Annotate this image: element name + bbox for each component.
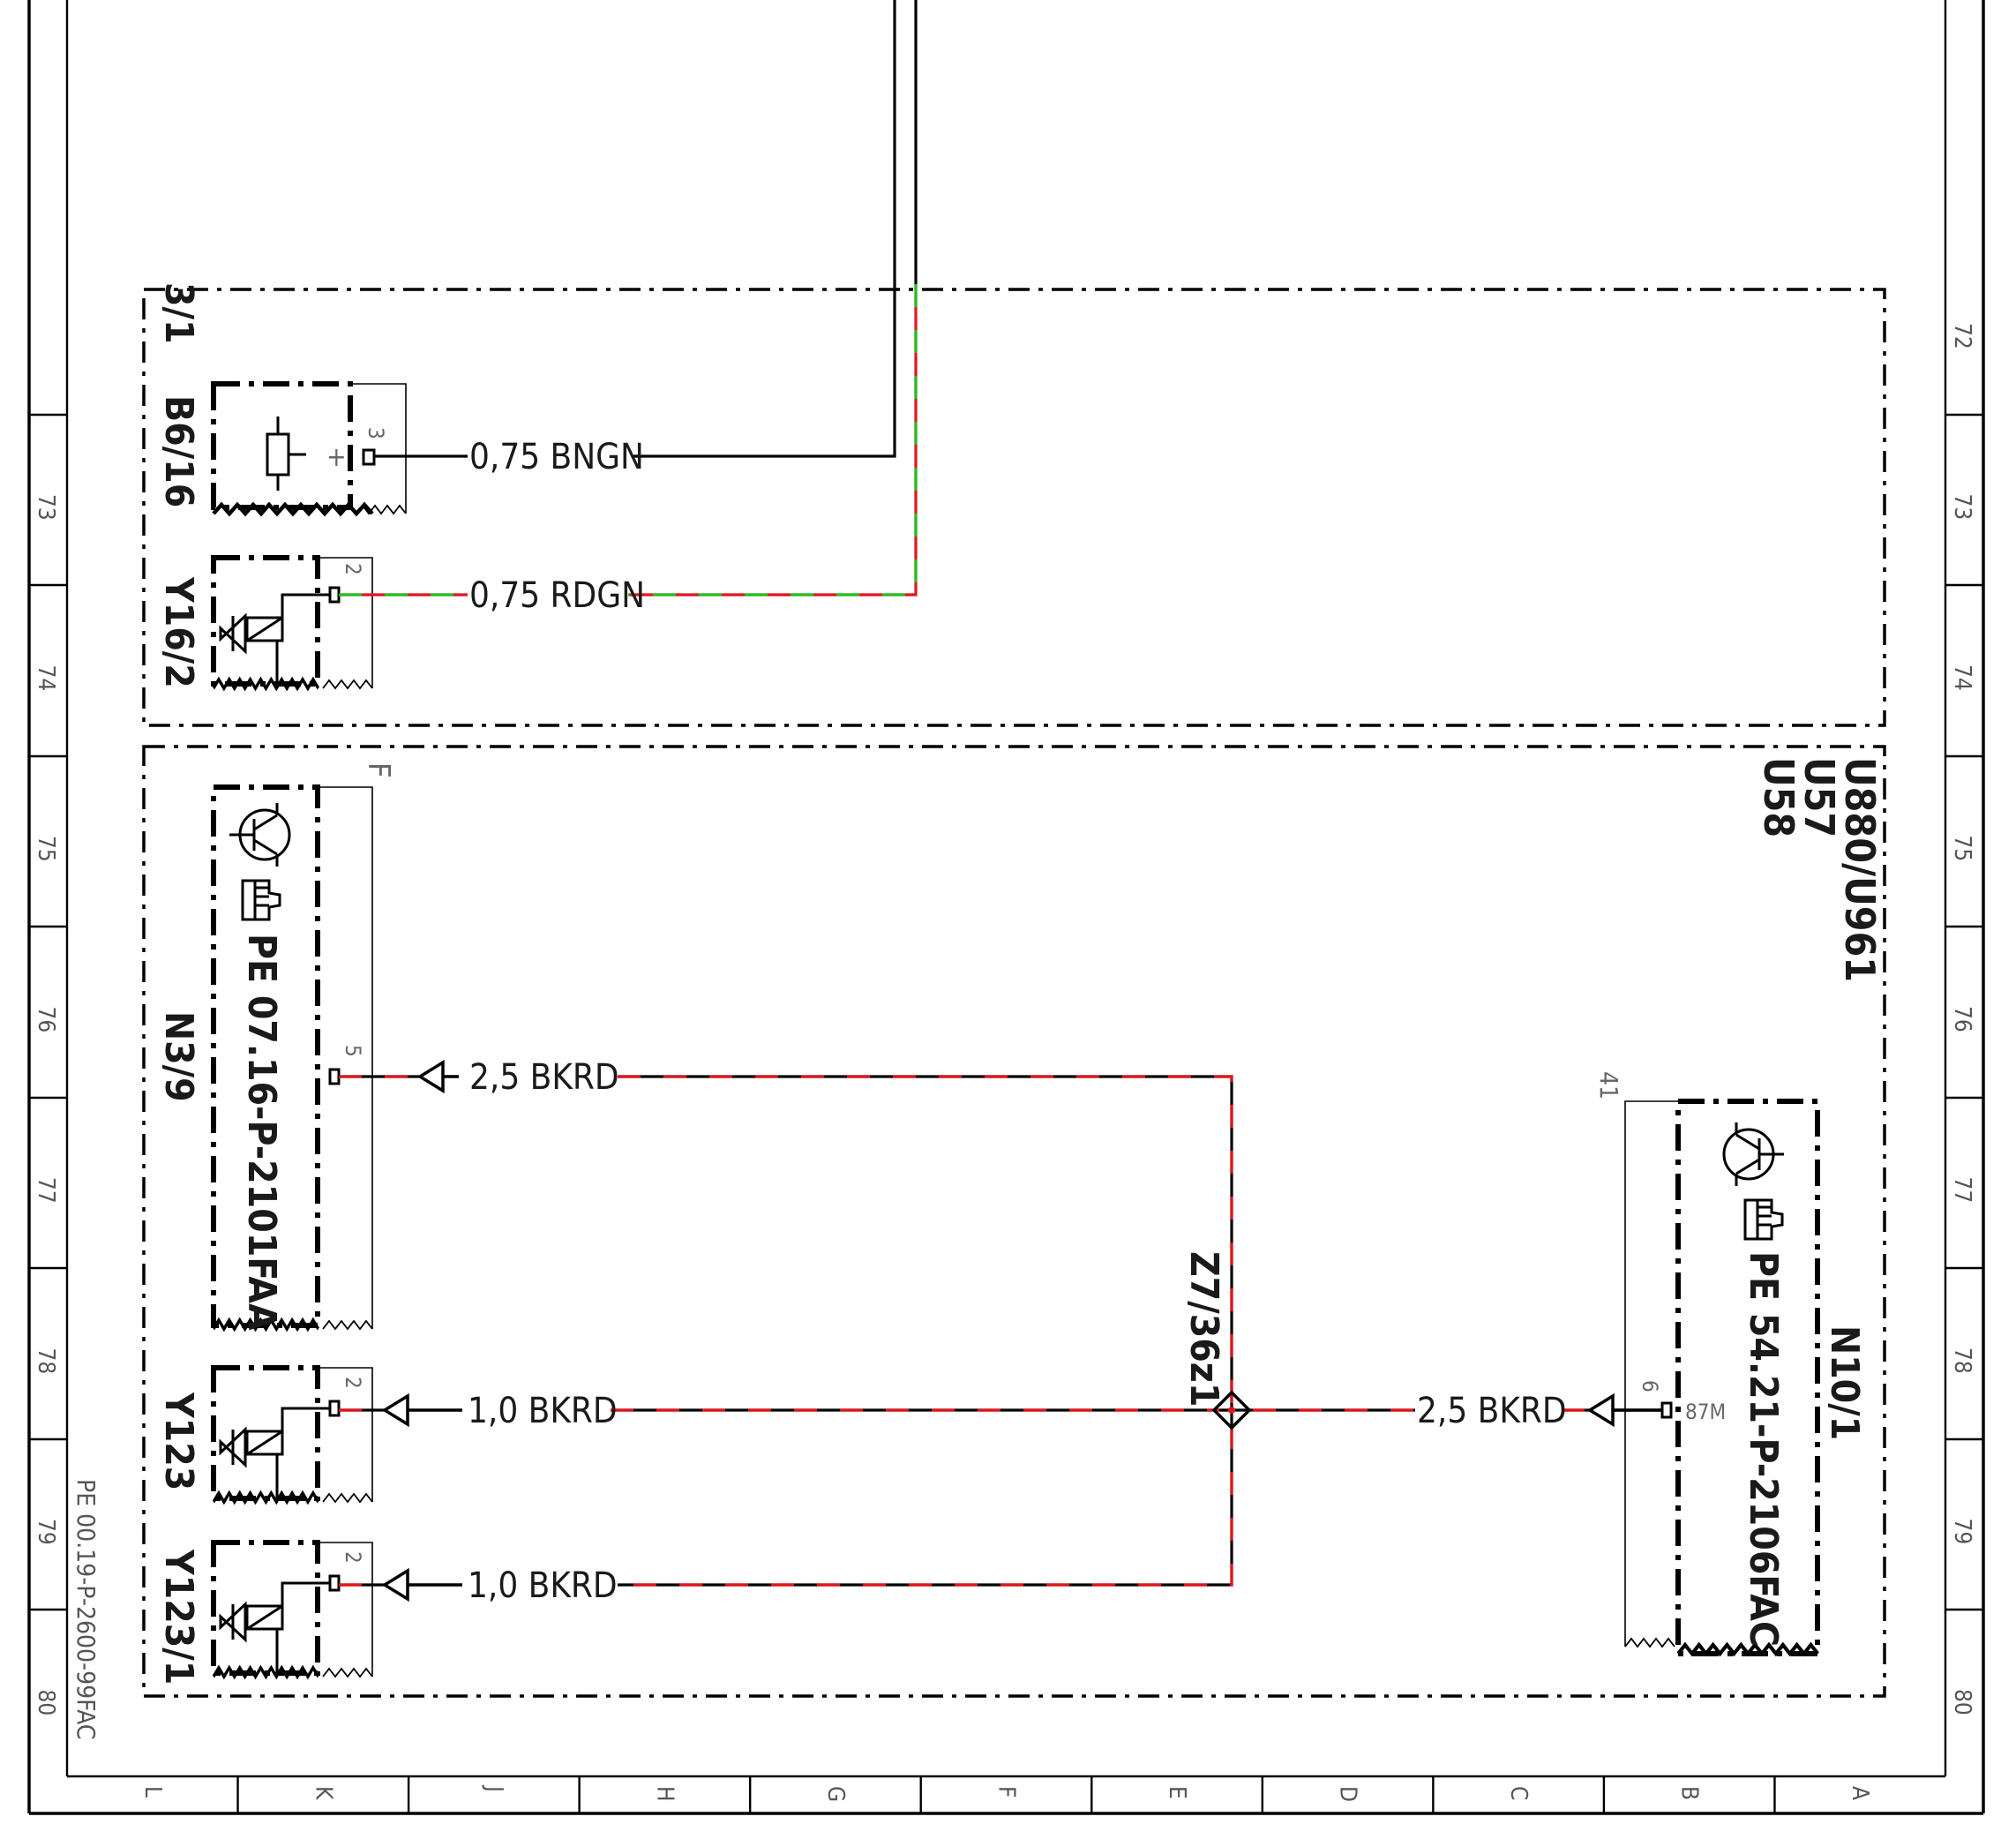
column-letter: D (1335, 1786, 1361, 1802)
right-row-number: 79 (1949, 1519, 1975, 1545)
y123-component: 2 Y123 (156, 1365, 373, 1502)
column-letter: B (1676, 1786, 1703, 1800)
n10-1-pin: 6 (1638, 1380, 1662, 1392)
column-letter: A (1847, 1786, 1873, 1800)
b6-16-label: B6/16 (156, 395, 201, 507)
right-row-number: 80 (1949, 1689, 1975, 1715)
right-row-number: 77 (1949, 1177, 1975, 1204)
right-ruler: 72 73 74 75 76 77 78 79 80 (1945, 323, 1983, 1715)
transistor-icon (228, 801, 291, 868)
pin-connector-icon (328, 1574, 341, 1592)
y123-1-label: Y123/1 (156, 1549, 201, 1685)
group-label-u58: U58 (1755, 757, 1802, 837)
solenoid-valve-icon (219, 1603, 284, 1641)
group-3-1-label: 3/1 (156, 282, 201, 344)
y16-2-component: 2 Y16/2 (156, 555, 373, 688)
n10-1-connector: 41 (1594, 1071, 1623, 1100)
left-row-number: 80 (33, 1690, 59, 1716)
document-code: PE 00.19-P-2600-99FAC (71, 1479, 101, 1739)
n3-9-component: PE 07.16-P-2101FAA 5 N3/9 (156, 784, 373, 1331)
right-row-number: 73 (1949, 494, 1975, 521)
connector-arrows (381, 1059, 1662, 1603)
pin-connector-icon (328, 1400, 341, 1417)
y123-pin: 2 (341, 1377, 365, 1389)
n10-1-terminal: 87M (1685, 1400, 1726, 1424)
wire-label-y123: 1,0 BKRD (468, 1391, 618, 1431)
group-label-u57: U57 (1795, 757, 1843, 837)
group-3-1-boundary (142, 288, 1886, 727)
n3-9-pin: 5 (341, 1045, 365, 1057)
left-row-number: 78 (33, 1348, 59, 1375)
wire-label-rdgn: 0,75 RDGN (469, 575, 645, 616)
reference-hand-icon (241, 879, 281, 921)
connector-triangle-icon (1586, 1392, 1615, 1428)
column-letter: G (822, 1786, 849, 1802)
n10-1-component: PE 54.21-P-2106FAC N10/1 87M 6 41 (1594, 1071, 1867, 1656)
right-row-number: 78 (1949, 1347, 1975, 1374)
pin-connector-icon (328, 586, 341, 604)
y123-label: Y123 (156, 1392, 201, 1490)
right-row-number: 72 (1949, 323, 1975, 349)
wire-label-y123-1: 1,0 BKRD (468, 1565, 618, 1606)
bkrd-wiring (339, 1075, 1662, 1587)
n3-9-label: N3/9 (156, 1011, 201, 1102)
top-feed-wires (628, 0, 918, 597)
wire-label-bngn: 0,75 BNGN (469, 437, 644, 477)
column-letter: J (481, 1784, 507, 1792)
left-row-number: 73 (33, 494, 59, 521)
left-row-number: 75 (33, 836, 59, 862)
b6-16-pin: 3 (363, 427, 388, 439)
column-letter: L (139, 1786, 166, 1798)
column-letter: C (1505, 1786, 1532, 1800)
right-row-number: 76 (1949, 1006, 1975, 1032)
solenoid-valve-icon (219, 1428, 284, 1467)
group-u880-boundary (142, 745, 1886, 1698)
right-row-number: 75 (1949, 836, 1975, 862)
left-ruler: 73 74 75 76 77 78 79 80 (29, 413, 67, 1716)
connector-triangle-icon (381, 1567, 409, 1603)
b6-16-component: + 3 B6/16 (156, 381, 407, 514)
wire-label-n3-9: 2,5 BKRD (469, 1057, 619, 1098)
n10-1-reference: PE 54.21-P-2106FAC (1741, 1251, 1786, 1647)
solenoid-valve-icon (219, 614, 284, 653)
b6-16-polarity: + (326, 442, 347, 473)
group-label-u880-u961: U880/U961 (1836, 757, 1884, 982)
pin-connector-icon (1660, 1401, 1673, 1419)
junction-z7-36z1: Z7/36z1 (1181, 1251, 1252, 1430)
connector-triangle-icon (416, 1059, 445, 1094)
group-marker-f: F (361, 762, 396, 778)
y16-2-pin: 2 (341, 563, 365, 575)
junction-label: Z7/36z1 (1181, 1251, 1226, 1407)
pin-connector-icon (328, 1068, 341, 1085)
right-row-number: 74 (1949, 664, 1975, 691)
column-letter: E (1164, 1786, 1190, 1799)
sensor-resistor-icon (266, 417, 306, 491)
wire-label-n10-1: 2,5 BKRD (1417, 1391, 1567, 1431)
column-letter: K (310, 1786, 336, 1800)
left-row-number: 76 (33, 1007, 59, 1033)
column-letter: H (651, 1786, 678, 1802)
y16-2-label: Y16/2 (156, 576, 201, 688)
n10-1-label: N10/1 (1822, 1325, 1867, 1440)
connector-triangle-icon (381, 1392, 409, 1428)
y123-1-component: 2 Y123/1 (156, 1540, 373, 1685)
left-row-number: 79 (33, 1519, 59, 1545)
left-row-number: 74 (33, 665, 59, 692)
y123-1-pin: 2 (341, 1551, 365, 1564)
n3-9-reference: PE 07.16-P-2101FAA (239, 934, 284, 1331)
left-row-number: 77 (33, 1177, 59, 1204)
transistor-icon (1722, 1121, 1786, 1188)
drawing-frame (27, 0, 1985, 1815)
column-letter: F (993, 1786, 1020, 1798)
reference-hand-icon (1743, 1198, 1784, 1241)
pin-connector-icon (362, 448, 376, 466)
